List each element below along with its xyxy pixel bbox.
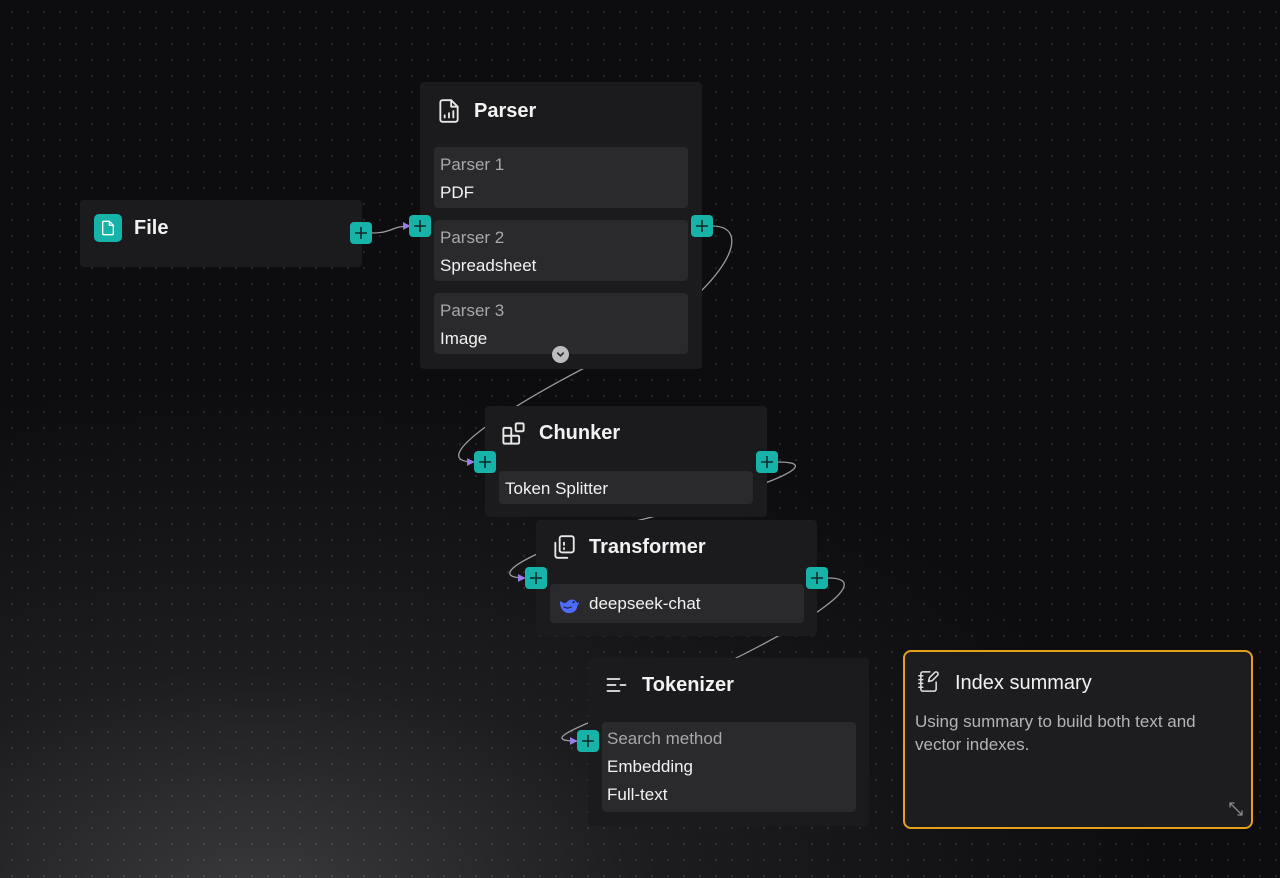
notebook-pen-icon bbox=[917, 670, 940, 698]
file-node[interactable]: File bbox=[80, 200, 362, 267]
tokenizer-input-handle[interactable] bbox=[577, 730, 599, 752]
tokenizer-search-method[interactable]: Search method Embedding Full-text bbox=[602, 722, 856, 812]
resize-icon[interactable] bbox=[1227, 800, 1245, 823]
file-output-handle[interactable] bbox=[350, 222, 372, 244]
chunker-method-value: Token Splitter bbox=[505, 479, 608, 498]
deepseek-logo-icon bbox=[558, 594, 580, 619]
chevron-down-icon[interactable] bbox=[552, 346, 569, 363]
index-summary-title: Index summary bbox=[955, 672, 1092, 694]
transformer-node-title: Transformer bbox=[589, 535, 706, 558]
parser-item-2[interactable]: Parser 2 Spreadsheet bbox=[434, 220, 688, 281]
chunker-input-handle[interactable] bbox=[474, 451, 496, 473]
transformer-output-handle[interactable] bbox=[806, 567, 828, 589]
index-summary-note[interactable]: Index summary Using summary to build bot… bbox=[903, 650, 1253, 829]
search-method-embedding: Embedding bbox=[607, 757, 694, 776]
search-method-label: Search method bbox=[607, 729, 723, 748]
chunker-method[interactable]: Token Splitter bbox=[499, 471, 753, 504]
text-lines-icon bbox=[603, 673, 630, 697]
parser-item-1[interactable]: Parser 1 PDF bbox=[434, 147, 688, 208]
chunker-node[interactable]: Chunker Token Splitter bbox=[485, 406, 767, 517]
parser-item-value: PDF bbox=[440, 183, 474, 202]
parser-node[interactable]: Parser Parser 1 PDF Parser 2 Spreadsheet… bbox=[420, 82, 702, 369]
transformer-input-handle[interactable] bbox=[525, 567, 547, 589]
blocks-icon bbox=[500, 420, 527, 447]
index-summary-body: Using summary to build both text and vec… bbox=[915, 712, 1196, 754]
parser-item-3[interactable]: Parser 3 Image bbox=[434, 293, 688, 354]
edge-file-parser bbox=[371, 222, 411, 234]
transformer-model-value: deepseek-chat bbox=[589, 594, 701, 613]
file-node-title: File bbox=[134, 216, 169, 239]
tokenizer-node-title: Tokenizer bbox=[642, 673, 734, 696]
transformer-model[interactable]: deepseek-chat bbox=[550, 584, 804, 623]
parser-item-label: Parser 2 bbox=[440, 228, 505, 247]
file-icon bbox=[94, 214, 122, 242]
parser-item-value: Spreadsheet bbox=[440, 256, 537, 275]
chunker-node-title: Chunker bbox=[539, 422, 621, 444]
parser-item-value: Image bbox=[440, 329, 488, 348]
parser-input-handle[interactable] bbox=[409, 215, 431, 237]
tokenizer-node[interactable]: Tokenizer Search method Embedding Full-t… bbox=[588, 658, 869, 826]
transformer-node[interactable]: Transformer deepseek-chat bbox=[536, 520, 817, 636]
search-method-fulltext: Full-text bbox=[607, 785, 668, 804]
parser-output-handle[interactable] bbox=[691, 215, 713, 237]
parser-node-title: Parser bbox=[474, 99, 537, 122]
parser-item-label: Parser 1 bbox=[440, 155, 505, 174]
chunker-output-handle[interactable] bbox=[756, 451, 778, 473]
file-chart-icon bbox=[436, 97, 462, 125]
copy-icon bbox=[551, 534, 577, 560]
parser-item-label: Parser 3 bbox=[440, 301, 505, 320]
